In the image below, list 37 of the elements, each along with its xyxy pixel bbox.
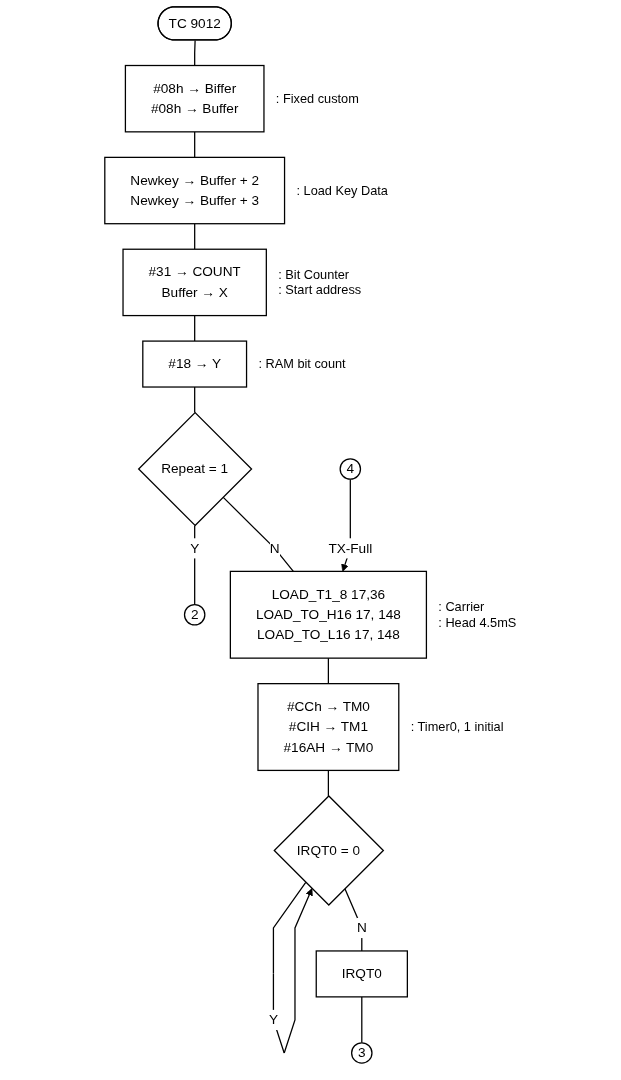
connector [344,887,363,952]
node-note: : Load Key Data [296,182,388,198]
node-note: : Start address [278,282,362,298]
edge-label: N [269,540,280,556]
edge-label: Y [190,540,200,556]
node-box: #18 → Y [142,340,248,388]
connector [361,996,363,1044]
node-diamond: Repeat = 1 [137,411,253,527]
connector [194,524,196,606]
node-box: #08h → Biffer #08h → Buffer [124,64,265,133]
node-circle: 4 [339,458,362,480]
node-note: : Fixed custom [275,90,359,106]
arrow [272,881,313,1054]
node-box: #31 → COUNT Buffer → X [122,248,267,317]
connector [194,386,196,414]
connector [194,314,196,342]
node-circle: 2 [183,603,206,626]
node-box: #CCh → TM0 #CIH → TM1 #16AH → TM0 [257,683,400,772]
node-note: : Timer0, 1 initial [410,719,504,735]
connector [194,131,196,158]
node-note: : Head 4.5mS [438,614,517,630]
node-circle: 3 [350,1042,373,1064]
edge-label: N [356,920,367,935]
edge-label: Y [268,1012,278,1027]
connector [194,39,196,67]
connector [327,657,329,685]
node-box: Newkey → Buffer + 2 Newkey → Buffer + 3 [104,156,286,225]
node-diamond: IRQT0 = 0 [273,795,385,906]
connector [222,496,294,572]
node-note: : Carrier [438,599,485,615]
node-box: IRQT0 [315,950,408,998]
node-box: LOAD_T1_8 17,36 LOAD_TO_H16 17, 148 LOAD_TO_L16 17, 148 [229,570,427,659]
node-note: : Bit Counter [278,267,350,282]
node-note: : RAM bit count [258,356,346,372]
edge-label: TX-Full [328,540,373,556]
connector [327,769,329,797]
connector [194,223,196,250]
